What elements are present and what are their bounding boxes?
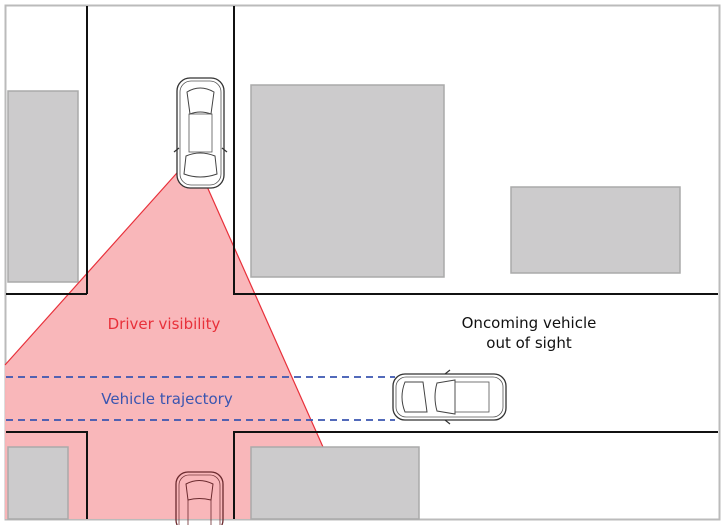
road-edge-top-right — [233, 6, 718, 295]
driver-visibility-label: Driver visibility — [108, 315, 221, 333]
road-edge-bottom-left — [6, 431, 88, 519]
building-bottom-left — [7, 446, 69, 520]
oncoming-vehicle-label-line2: out of sight — [486, 334, 572, 352]
waiting-car-icon — [175, 471, 224, 525]
building-top-left — [7, 90, 79, 283]
building-top-middle — [250, 84, 445, 278]
vehicle-trajectory-lines — [6, 376, 395, 421]
driver-car-icon — [173, 77, 228, 189]
oncoming-car-icon — [392, 369, 507, 425]
road-edges — [6, 6, 718, 519]
vehicle-trajectory-label: Vehicle trajectory — [101, 390, 233, 408]
building-bottom-right — [250, 446, 420, 520]
oncoming-vehicle-label-line1: Oncoming vehicle — [462, 314, 597, 332]
driver-visibility-area — [4, 154, 324, 519]
visibility-edge-left — [4, 154, 194, 366]
visibility-edge-right — [192, 154, 324, 448]
building-top-right — [510, 186, 681, 274]
road-edge-bottom-right — [233, 431, 718, 519]
